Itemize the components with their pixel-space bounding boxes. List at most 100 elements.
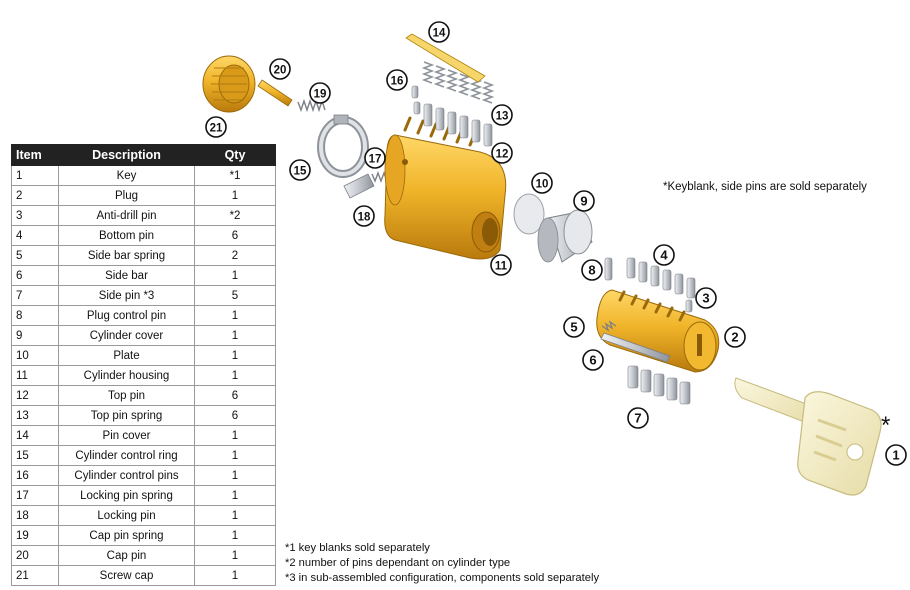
row-qty: 1 — [194, 265, 276, 286]
callout-number: 14 — [433, 28, 446, 40]
row-description: Cylinder housing — [58, 365, 195, 386]
side-pins-part — [627, 365, 691, 405]
callout-circle — [582, 349, 604, 371]
row-description: Top pin spring — [58, 405, 195, 426]
callout-number: 9 — [580, 194, 587, 209]
callout-2: 2 — [724, 326, 746, 348]
row-description: Screw cap — [58, 565, 195, 586]
callout-number: 17 — [369, 154, 382, 166]
row-qty: 5 — [194, 285, 276, 306]
callout-9: 9 — [573, 190, 595, 212]
row-description: Plug control pin — [58, 305, 195, 326]
footnote-3: *3 in sub-assembled configuration, compo… — [285, 572, 600, 584]
callout-11: 11 — [490, 254, 512, 276]
footnotes: *1 key blanks sold separately *2 number … — [285, 541, 599, 586]
row-item: 20 — [11, 545, 59, 566]
callout-3: 3 — [695, 287, 717, 309]
locking-pin-part — [343, 173, 375, 199]
row-item: 7 — [11, 285, 59, 306]
row-qty: 1 — [194, 545, 276, 566]
row-qty: *2 — [194, 205, 276, 226]
row-item: 19 — [11, 525, 59, 546]
callout-number: 16 — [391, 76, 404, 88]
row-item: 16 — [11, 465, 59, 486]
callout-circle — [563, 316, 585, 338]
callout-number: 4 — [660, 248, 668, 263]
callout-21: 21 — [205, 116, 227, 138]
side-bar-part — [600, 332, 671, 363]
row-description: Key — [58, 165, 195, 186]
row-qty: 1 — [194, 365, 276, 386]
header-qty: Qty — [194, 144, 276, 166]
side-bar-spring-part — [601, 320, 617, 332]
row-description: Plate — [58, 345, 195, 366]
callout-circle — [695, 287, 717, 309]
row-description: Bottom pin — [58, 225, 195, 246]
callout-number: 10 — [536, 179, 549, 191]
callout-number: 18 — [358, 212, 371, 224]
callout-circle — [573, 190, 595, 212]
pin-cover-part — [405, 33, 486, 83]
callout-8: 8 — [581, 259, 603, 281]
callout-number: 21 — [210, 123, 223, 135]
callout-circle — [724, 326, 746, 348]
cap-pin-spring-part — [297, 98, 326, 113]
row-item: 5 — [11, 245, 59, 266]
callout-19: 19 — [309, 82, 331, 104]
cylinder-control-pins-part — [411, 85, 421, 115]
plug-control-pin-part — [604, 257, 613, 281]
row-item: 21 — [11, 565, 59, 586]
row-qty: 1 — [194, 525, 276, 546]
callout-7: 7 — [627, 407, 649, 429]
keyblank-note: *Keyblank, side pins are sold separately — [663, 181, 867, 193]
parts-table-header: Item Description Qty — [11, 144, 276, 166]
callout-circle — [386, 69, 408, 91]
row-item: 11 — [11, 365, 59, 386]
footnote-1: *1 key blanks sold separately — [285, 542, 430, 554]
header-description: Description — [58, 144, 195, 166]
cylinder-cover-part — [537, 209, 593, 263]
key-asterisk: * — [881, 412, 891, 439]
cylinder-control-ring-part — [317, 114, 369, 178]
row-item: 2 — [11, 185, 59, 206]
cylinder-housing-part — [384, 116, 507, 260]
row-item: 10 — [11, 345, 59, 366]
callout-circle — [581, 259, 603, 281]
row-qty: 6 — [194, 405, 276, 426]
row-description: Cap pin spring — [58, 525, 195, 546]
callout-circle — [491, 104, 513, 126]
callout-10: 10 — [531, 172, 553, 194]
row-description: Cylinder control pins — [58, 465, 195, 486]
cap-pin-part — [257, 79, 293, 107]
row-qty: *1 — [194, 165, 276, 186]
row-item: 9 — [11, 325, 59, 346]
callout-number: 11 — [495, 261, 508, 273]
callout-12: 12 — [491, 142, 513, 164]
callout-14: 14 — [428, 21, 450, 43]
row-description: Locking pin spring — [58, 485, 195, 506]
row-description: Side pin *3 — [58, 285, 195, 306]
row-description: Anti-drill pin — [58, 205, 195, 226]
callout-number: 19 — [314, 89, 327, 101]
row-item: 18 — [11, 505, 59, 526]
callout-13: 13 — [491, 104, 513, 126]
row-item: 12 — [11, 385, 59, 406]
row-description: Pin cover — [58, 425, 195, 446]
row-description: Side bar spring — [58, 245, 195, 266]
header-item: Item — [11, 144, 59, 166]
top-pins-part — [423, 103, 493, 147]
callout-circle — [653, 244, 675, 266]
row-qty: 1 — [194, 505, 276, 526]
row-description: Locking pin — [58, 505, 195, 526]
row-item: 15 — [11, 445, 59, 466]
